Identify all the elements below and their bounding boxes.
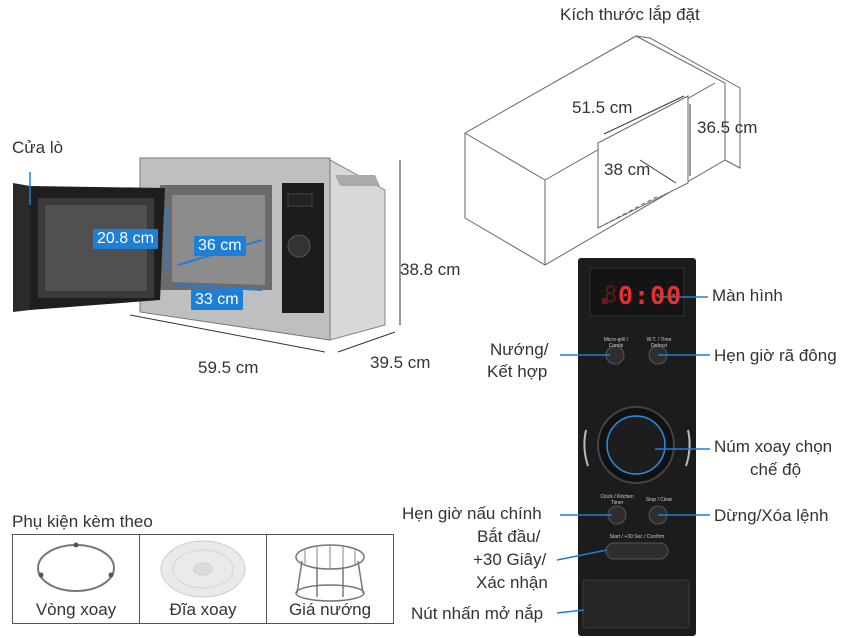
door-label: Cửa lò <box>12 138 64 157</box>
install-height-label: 36.5 cm <box>697 118 758 137</box>
control-panel <box>578 258 696 636</box>
install-depth-label: 38 cm <box>604 160 651 179</box>
inner-depth-tag: 33 cm <box>191 290 243 310</box>
accessory-name: Đĩa xoay <box>169 600 237 619</box>
callout-grill-1: Nướng/ <box>490 340 549 359</box>
display-time: 0:00 <box>618 281 683 310</box>
inner-width-tag: 36 cm <box>194 236 246 256</box>
outer-height-label: 38.8 cm <box>400 260 461 279</box>
callout-door-button: Nút nhấn mở nắp <box>411 604 544 623</box>
ring-icon <box>37 542 115 592</box>
outer-depth-label: 39.5 cm <box>370 353 431 372</box>
callout-start-2: +30 Giây/ <box>473 550 547 569</box>
accessory-cell: Vòng xoay <box>13 535 140 623</box>
btn-start-caption: Start / +30 Sec / Confirm <box>609 534 665 540</box>
display-prefix: 8 <box>604 283 618 308</box>
callout-screen: Màn hình <box>712 286 783 305</box>
callout-start-3: Xác nhận <box>476 573 548 592</box>
callout-defrost: Hẹn giờ rã đông <box>714 346 837 365</box>
rack-icon <box>295 544 365 602</box>
btn-clock-caption: Clock / Kitchen Timer <box>600 494 634 506</box>
accessory-cell: Giá nướng <box>267 535 393 623</box>
accessory-cell: Đĩa xoay <box>140 535 267 623</box>
install-size-title: Kích thước lắp đặt <box>560 5 700 24</box>
callout-grill-2: Kết hợp <box>487 362 548 381</box>
outer-width-label: 59.5 cm <box>198 358 259 377</box>
callout-knob-1: Núm xoay chọn <box>714 437 833 456</box>
cabinet-dimension-lines <box>603 95 691 184</box>
callout-start-1: Bắt đầu/ <box>477 527 541 546</box>
btn-combi-caption: Micro-grill / Combi <box>603 337 629 349</box>
inner-height-tag: 20.8 cm <box>93 229 158 249</box>
callout-stop: Dừng/Xóa lệnh <box>714 506 829 525</box>
accessory-name: Giá nướng <box>288 600 372 619</box>
accessories-title: Phụ kiện kèm theo <box>12 512 153 531</box>
plate-icon <box>160 540 246 598</box>
accessory-name: Vòng xoay <box>35 600 117 619</box>
oven-dimension-lines <box>129 160 401 353</box>
callout-clock: Hẹn giờ nấu chính <box>402 504 542 523</box>
install-width-label: 51.5 cm <box>572 98 633 117</box>
btn-stop-caption: Stop / Clear <box>645 497 673 503</box>
callout-knob-2: chế độ <box>750 460 802 479</box>
callout-lines <box>556 296 710 614</box>
btn-defrost-caption: W.T. / Time Defrost <box>646 337 672 349</box>
oven-illustration <box>13 157 386 341</box>
accessories-box: Vòng xoay Đĩa xoay Giá nướng <box>12 534 394 624</box>
install-cabinet <box>464 35 741 266</box>
